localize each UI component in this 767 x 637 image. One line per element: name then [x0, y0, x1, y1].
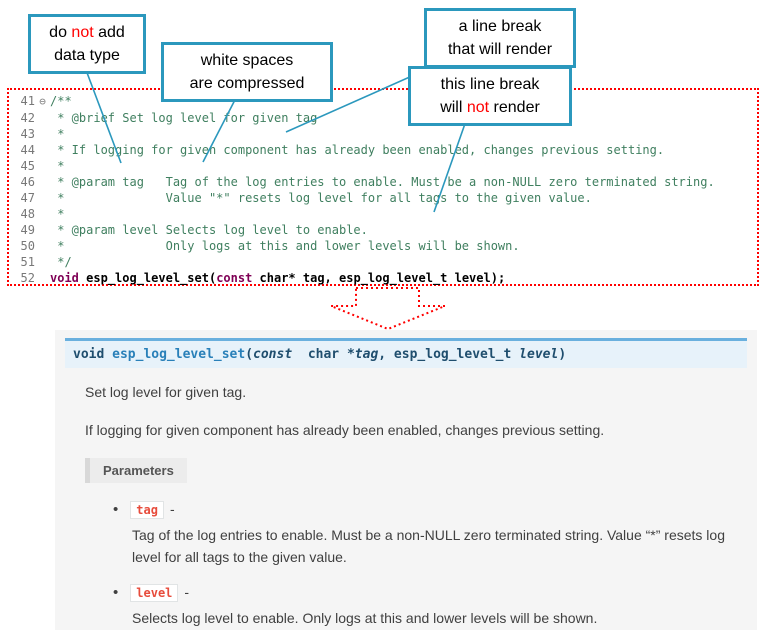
code-text: * [50, 127, 65, 141]
callout-line: do not add [49, 24, 125, 41]
code-text: * [50, 207, 65, 221]
code-line: 46 * @param tag Tag of the log entries t… [13, 174, 757, 190]
line-number: 45 [20, 159, 35, 173]
rendered-docs-panel: void esp_log_level_set(const char *tag, … [55, 330, 757, 630]
callout-line: will not render [440, 99, 540, 117]
bullet-icon: • [113, 584, 119, 602]
callout-whitespace: white spaces are compressed [161, 42, 333, 103]
callout-break-norender: this line break will not render [408, 66, 572, 127]
callout-line: this line break [440, 76, 540, 93]
code-line: 43 * [13, 126, 757, 142]
line-number: 41 [20, 94, 35, 108]
parameter-name-literal: level [130, 584, 179, 603]
code-line: 50 * Only logs at this and lower levels … [13, 238, 757, 254]
code-text: * @param tag Tag of the log entries to e… [50, 175, 715, 189]
brief-text: Set log level for given tag. [85, 384, 247, 400]
dash-separator: - [184, 584, 190, 601]
parameters-header: Parameters [85, 458, 187, 483]
dash-separator: - [169, 501, 175, 517]
callout-line: are compressed [189, 75, 305, 93]
function-declaration: void esp_log_level_set(const char* tag, … [50, 271, 506, 285]
code-editor[interactable]: 41 ⊖ /** 42 * @brief Set log level for giv… [7, 88, 759, 286]
parameter-head: • level- [113, 584, 737, 603]
code-line: 41 ⊖ /** [13, 93, 757, 110]
line-number: 46 [20, 175, 35, 189]
doc-body: Set log level for given tag. If logging … [55, 368, 757, 630]
callout-line: data type [54, 47, 120, 65]
detail-text: If logging for given component has alrea… [85, 422, 605, 438]
line-number: 47 [20, 191, 35, 205]
parameter-description: Selects log level to enable. Only logs a… [132, 610, 598, 627]
line-number: 51 [20, 255, 35, 269]
line-number: 52 [20, 271, 35, 285]
line-number: 44 [20, 143, 35, 157]
code-line: 48 * [13, 206, 757, 222]
callout-no-datatype: do not add data type [28, 14, 146, 75]
code-text: * @param level Selects log level to enab… [50, 223, 368, 237]
parameter-description: Tag of the log entries to enable. Must b… [132, 527, 725, 565]
code-text: * If logging for given component has alr… [50, 143, 665, 157]
line-number: 50 [20, 239, 35, 253]
code-line: 47 * Value "*" resets log level for all … [13, 190, 757, 206]
line-number: 48 [20, 207, 35, 221]
line-number: 43 [20, 127, 35, 141]
code-text: * Value "*" resets log level for all tag… [50, 191, 592, 205]
code-line: 44 * If logging for given component has … [13, 142, 757, 158]
line-number: 49 [20, 223, 35, 237]
code-line: 51 */ [13, 254, 757, 270]
render-arrow-icon [330, 287, 446, 331]
callout-line: that will render [447, 41, 553, 59]
code-text: * [50, 159, 65, 173]
code-text: * Only logs at this and lower levels wil… [50, 239, 520, 253]
line-number: 42 [20, 111, 35, 125]
code-line: 42 * @brief Set log level for given tag [13, 110, 757, 126]
parameter-item-tag: • tag- Tag of the log entries to enable. … [113, 501, 737, 568]
bullet-icon: • [113, 501, 119, 518]
code-line-declaration: 52 void esp_log_level_set(const char* tag… [13, 270, 757, 286]
callout-line: white spaces [200, 52, 294, 69]
code-text: /** [50, 94, 72, 108]
parameter-item-level: • level- Selects log level to enable. Onl… [113, 584, 737, 630]
parameter-head: • tag- [113, 501, 737, 519]
parameter-name-literal: tag [130, 501, 164, 519]
callout-break-render: a line break that will render [424, 8, 576, 69]
code-text: * @brief Set log level for given tag [50, 111, 318, 125]
function-signature: void esp_log_level_set(const char *tag, … [65, 338, 747, 368]
code-line: 45 * [13, 158, 757, 174]
code-text: */ [50, 255, 72, 269]
code-line: 49 * @param level Selects log level to e… [13, 222, 757, 238]
callout-line: a line break [458, 18, 542, 35]
fold-collapse-icon[interactable]: ⊖ [39, 95, 46, 108]
